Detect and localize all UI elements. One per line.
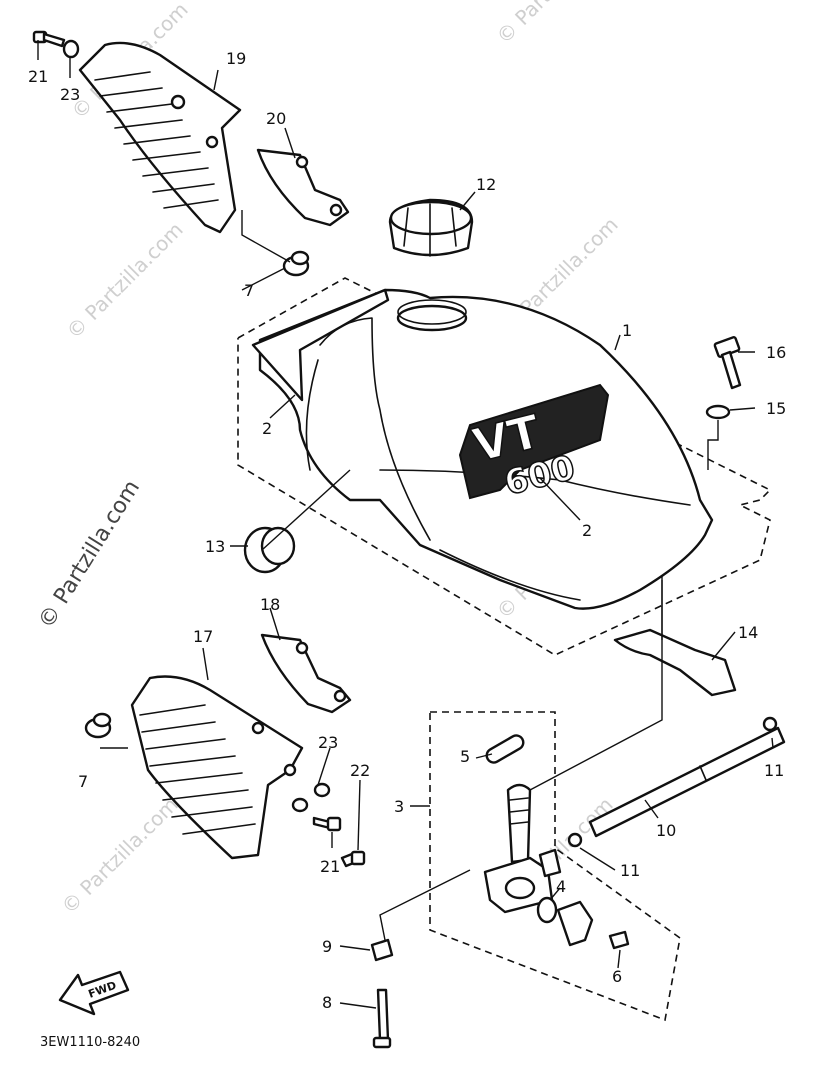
part-23-washer-lower-b[interactable] [291,797,309,813]
callout-6: 6 [612,967,622,986]
petcock-group-outline [429,711,681,1022]
callout-16: 16 [766,343,786,362]
watermark-8: © Partzilla.com [34,476,145,633]
part-3-fuel-cock[interactable] [483,783,562,914]
callout-13: 13 [205,537,225,556]
callout-23-upper: 23 [60,85,80,104]
part-18-bracket-lower[interactable] [260,633,352,714]
callout-2-badge: 2 [582,521,592,540]
tank-badge-panel [458,383,610,500]
part-11-clip-lower[interactable] [567,832,583,848]
leader-lines [37,40,774,1009]
part-6-screw[interactable] [608,930,630,950]
callout-21-upper: 21 [28,67,48,86]
part-10-fuel-hose[interactable] [588,726,786,838]
callout-7-upper: 7 [244,281,254,300]
part-7-grommet-lower[interactable] [84,712,112,739]
callout-19: 19 [226,49,246,68]
callout-7-lower: 7 [78,772,88,791]
watermark-3: © Partzilla.com [62,217,188,343]
callout-2-left: 2 [262,419,272,438]
callout-8: 8 [322,993,332,1012]
part-17-side-cover-lower[interactable] [130,675,304,860]
forward-direction-arrow: FWD [58,970,130,1016]
part-19-side-cover-upper[interactable] [78,41,242,234]
part-8-bolt[interactable] [372,988,392,1049]
callout-9: 9 [322,937,332,956]
part-15-washer[interactable] [705,404,731,420]
callout-20: 20 [266,109,286,128]
callout-5: 5 [460,747,470,766]
part-23-washer-lower-a[interactable] [313,782,331,798]
callout-22: 22 [350,761,370,780]
callout-21-lower: 21 [320,857,340,876]
part-21-screw-lower[interactable] [312,816,342,832]
part-21-screw-upper[interactable] [32,30,66,48]
callout-14: 14 [738,623,758,642]
part-16-bolt[interactable] [713,336,742,390]
callout-17: 17 [193,627,213,646]
diagram-code: 3EW1110-8240 [40,1035,140,1050]
part-2-emblem-left[interactable] [251,288,390,402]
callout-labels: 1 2 2 3 4 5 6 7 7 8 9 10 11 11 12 13 14 … [28,49,786,1012]
part-9-nut[interactable] [370,938,394,962]
watermark-6: © Partzilla.com [57,792,183,918]
callout-1: 1 [622,321,632,340]
part-4-gasket[interactable] [536,896,558,924]
part-12-fuel-cap[interactable] [388,198,474,257]
fuel-cock-lever[interactable] [556,900,594,947]
part-23-washer-upper[interactable] [62,39,80,59]
part-1-fuel-tank[interactable]: VT 600 [258,288,714,610]
part-22-screw[interactable] [340,850,366,868]
callout-4: 4 [556,877,566,896]
callout-11-lower: 11 [620,861,640,880]
callout-12: 12 [476,175,496,194]
part-14-tank-mount[interactable] [613,628,737,697]
callout-15: 15 [766,399,786,418]
part-5-oring[interactable] [484,733,526,765]
callout-23-lower: 23 [318,733,338,752]
callout-11-upper: 11 [764,761,784,780]
callout-10: 10 [656,821,676,840]
callout-3: 3 [394,797,404,816]
part-20-bracket-upper[interactable] [256,148,350,227]
part-7-grommet-upper[interactable] [282,250,310,277]
callout-18: 18 [260,595,280,614]
part-11-clip-upper[interactable] [762,716,778,732]
watermark-2: © Partzilla.com [492,0,618,49]
part-13-grommet[interactable] [243,526,296,574]
